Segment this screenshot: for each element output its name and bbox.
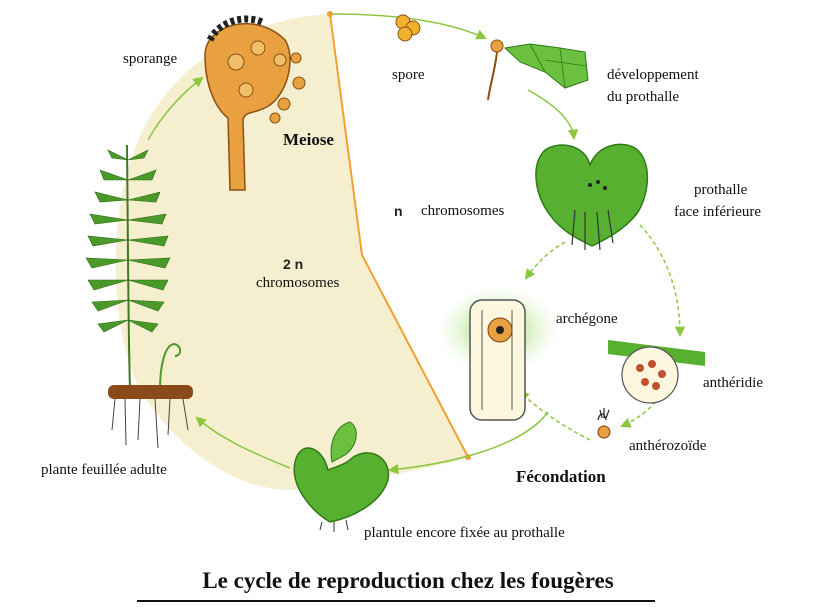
arrow-prothallus-to-antheridie — [639, 224, 686, 338]
developing-prothallus-illustration — [503, 43, 589, 89]
diploid-symbol: 2 n — [283, 256, 304, 272]
arrow-plantule-to-adult — [195, 416, 291, 469]
antheridie-illustration — [608, 340, 705, 404]
arrow-antheridie-to-antherozoide — [620, 395, 661, 428]
label-developpement: développement — [607, 67, 699, 83]
diploid-zone — [115, 14, 469, 490]
label-face-inferieure: face inférieure — [674, 204, 762, 220]
label-antheridie: anthéridie — [703, 375, 763, 391]
label-antherozoide: anthérozoïde — [629, 438, 707, 454]
plantule-illustration — [293, 421, 390, 532]
sporangium-illustration — [204, 15, 306, 191]
arrow-antherozoide-to-archegone — [518, 390, 591, 441]
label-plantule: plantule encore fixée au prothalle — [364, 525, 565, 541]
label-spore: spore — [392, 67, 425, 83]
ploidy-boundary-line — [329, 13, 469, 458]
label-fecondation: Fécondation — [516, 467, 606, 486]
label-archegone: archégone — [556, 311, 618, 327]
diagram-title: Le cycle de reproduction chez les fougèr… — [202, 568, 614, 593]
haploid-symbol: n — [394, 203, 403, 219]
haploid-label: chromosomes — [421, 203, 505, 219]
title-underline — [137, 600, 655, 602]
arrow-zygote-to-plantule — [387, 411, 549, 475]
prothallus-illustration — [535, 143, 649, 251]
archegone-illustration — [436, 285, 560, 421]
arrow-prothallus-to-archegone — [524, 241, 566, 280]
arrow-adult-to-sporange — [147, 76, 204, 141]
label-meiose: Meiose — [283, 130, 334, 149]
diploid-label: chromosomes — [256, 275, 340, 291]
label-prothalle: prothalle — [694, 182, 748, 198]
label-plante-adulte: plante feuillée adulte — [41, 462, 167, 478]
spore-illustration — [395, 14, 504, 101]
adult-fern-illustration — [85, 144, 193, 449]
meiosis-point — [327, 11, 333, 17]
arrow-spore-to-prothallus — [527, 89, 579, 141]
antherozoide-illustration — [597, 408, 611, 439]
label-du-prothalle: du prothalle — [607, 89, 680, 105]
arrow-sporange-to-spore — [331, 13, 487, 40]
label-sporange: sporange — [123, 51, 178, 67]
